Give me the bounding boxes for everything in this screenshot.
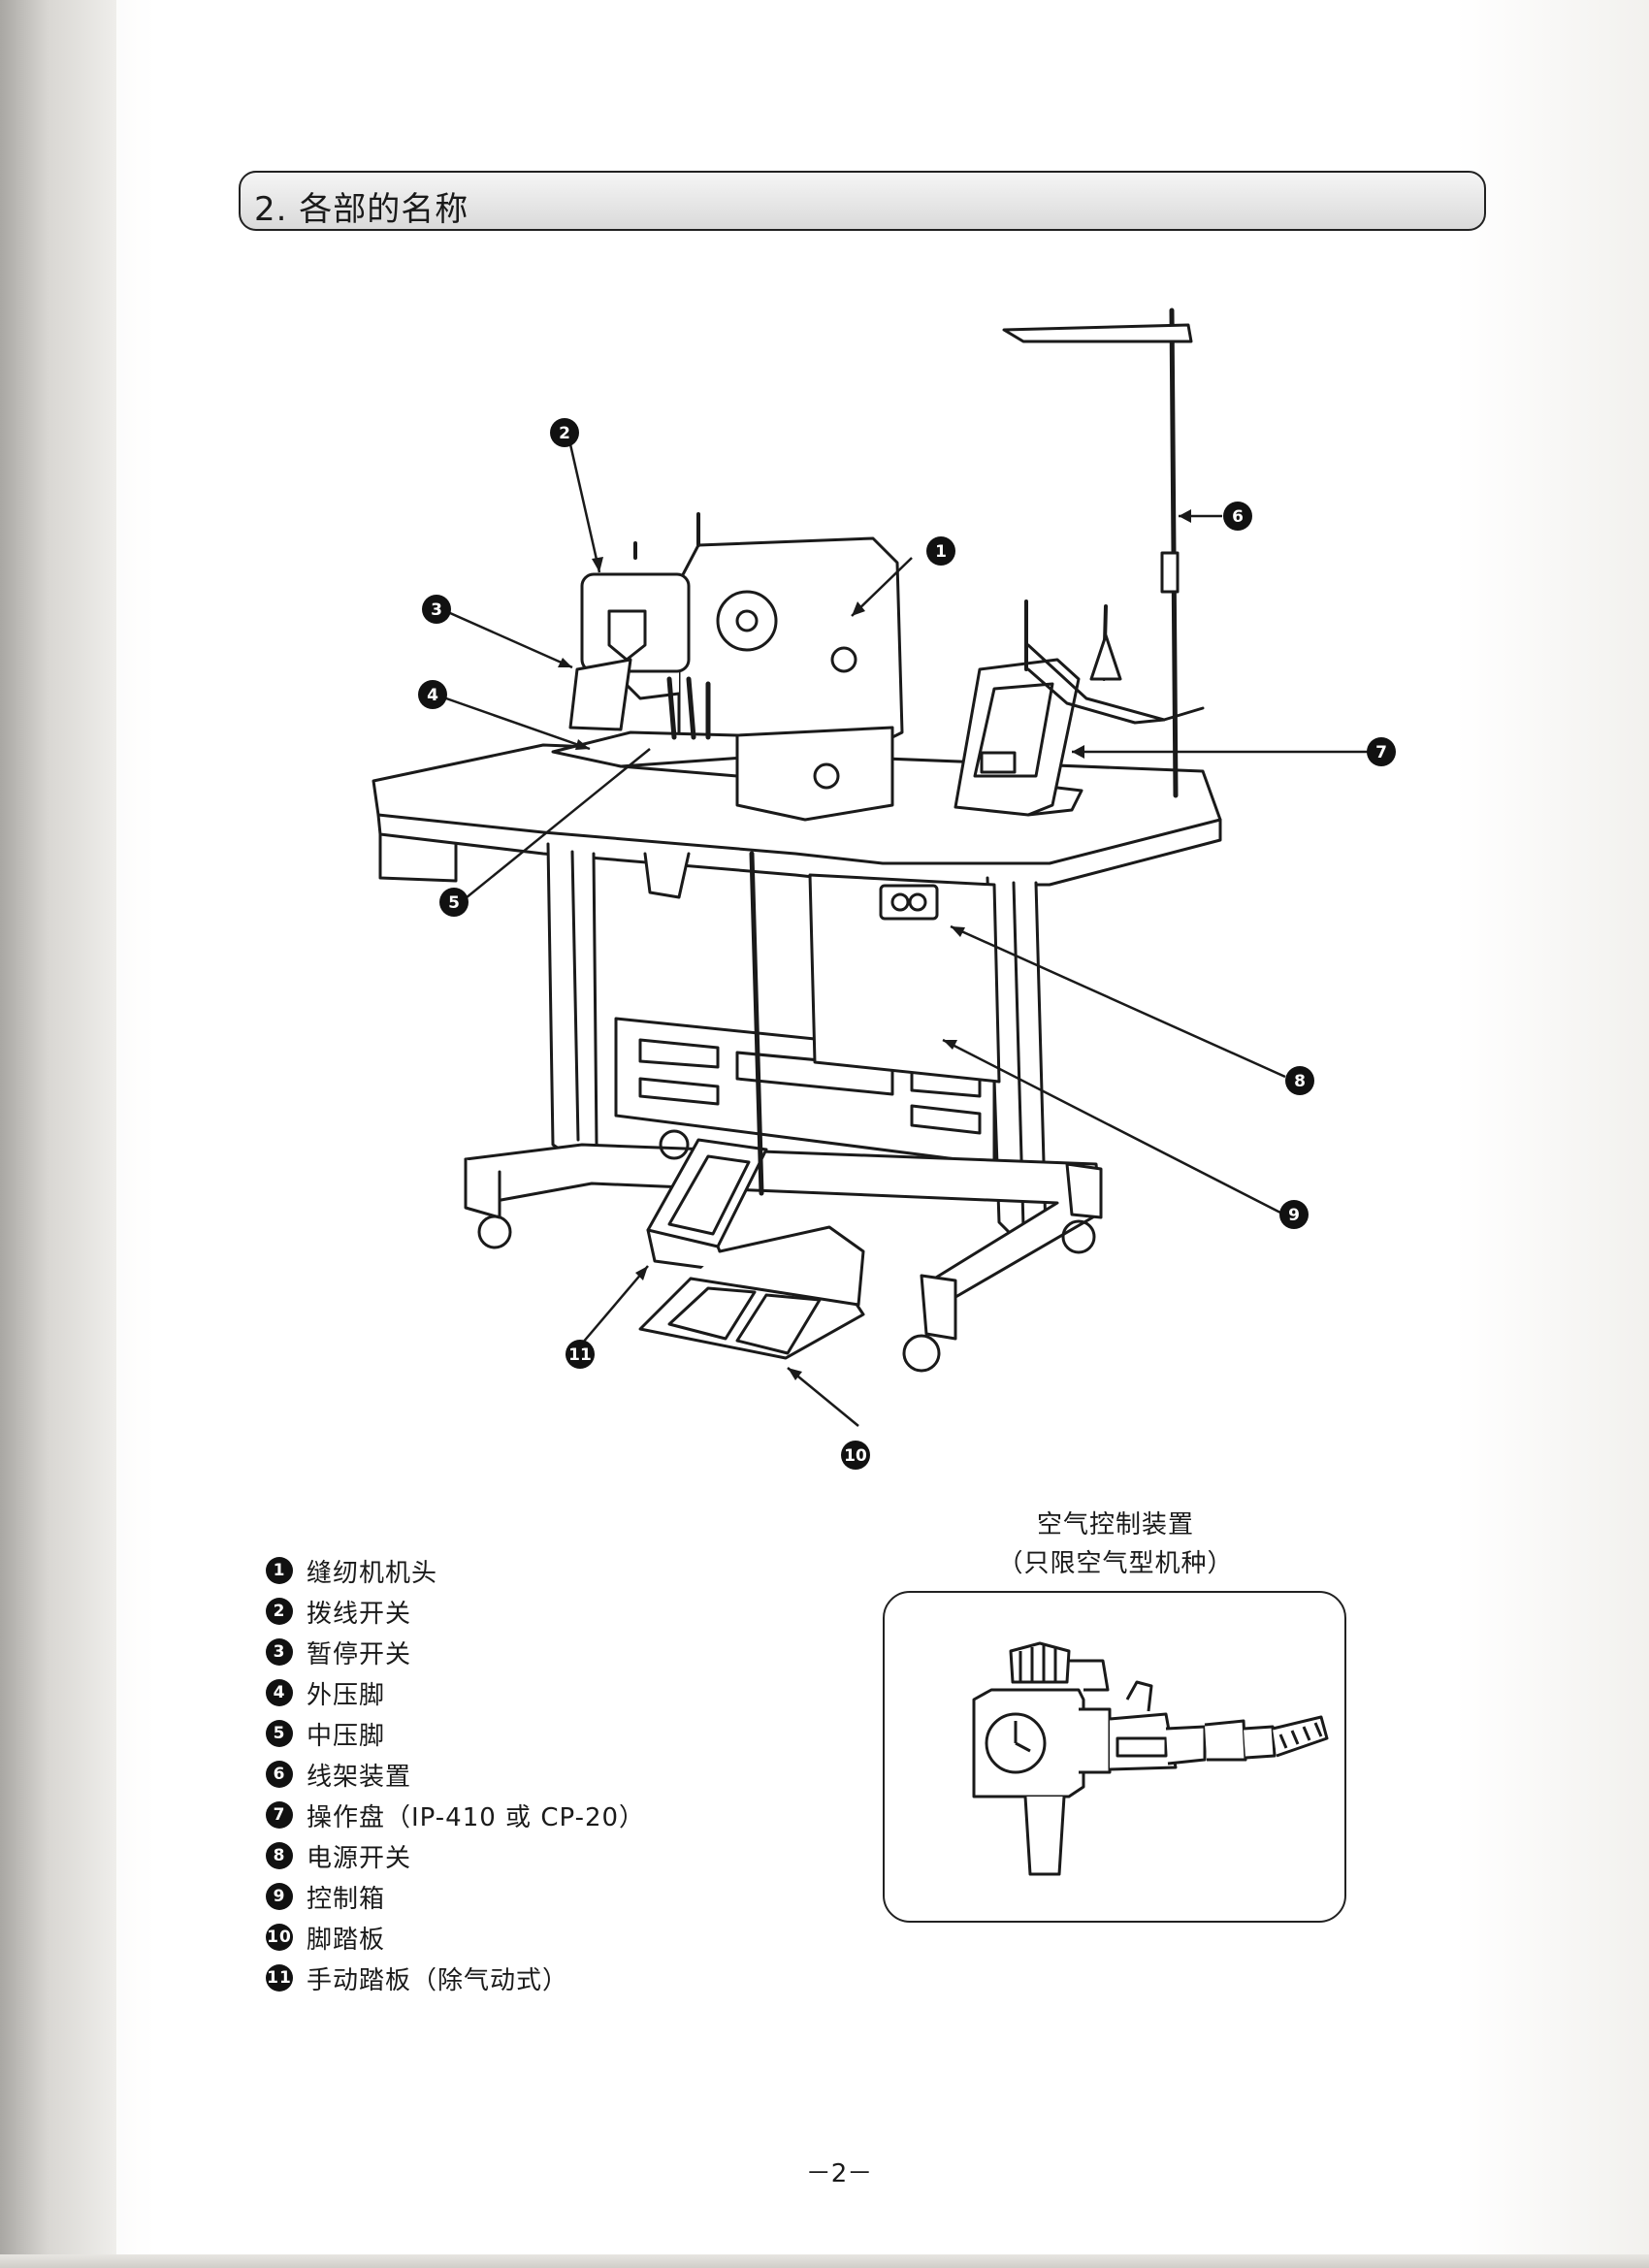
legend-label: 电源开关 xyxy=(307,1843,412,1873)
legend-item: 5 中压脚 xyxy=(266,1713,770,1754)
callout-2: 2 xyxy=(550,418,579,447)
page-binding-shadow xyxy=(0,0,116,2268)
legend-item: 6 线架装置 xyxy=(266,1754,770,1795)
legend-item: 1 缝纫机机头 xyxy=(266,1550,770,1591)
air-control-box xyxy=(883,1591,1346,1923)
legend-number: 3 xyxy=(266,1638,293,1666)
air-control-title: 空气控制装置 xyxy=(1036,1510,1194,1539)
legend-item: 11 手动踏板（除气动式） xyxy=(266,1958,770,1998)
svg-text:11: 11 xyxy=(568,1345,592,1365)
air-control-subtitle: （只限空气型机种） xyxy=(997,1549,1234,1578)
svg-text:3: 3 xyxy=(431,600,442,620)
callout-4: 4 xyxy=(418,680,447,709)
svg-text:1: 1 xyxy=(935,542,947,562)
legend-number: 5 xyxy=(266,1720,293,1747)
legend-label: 外压脚 xyxy=(307,1680,386,1710)
legend-label: 拨线开关 xyxy=(307,1599,412,1629)
callout-1: 1 xyxy=(926,536,955,566)
legend-number: 7 xyxy=(266,1801,293,1829)
svg-text:4: 4 xyxy=(427,686,438,705)
air-control-caption: 空气控制装置 （只限空气型机种） xyxy=(892,1506,1339,1583)
air-regulator-illustration xyxy=(972,1641,1329,1876)
svg-text:2: 2 xyxy=(559,424,570,443)
callout-7: 7 xyxy=(1367,737,1396,766)
page-bottom-edge xyxy=(0,2254,1649,2268)
legend-number: 10 xyxy=(266,1924,293,1951)
legend-number: 4 xyxy=(266,1679,293,1706)
callout-10: 10 xyxy=(841,1441,870,1470)
legend-number: 2 xyxy=(266,1598,293,1625)
legend-item: 2 拨线开关 xyxy=(266,1591,770,1632)
legend-item: 4 外压脚 xyxy=(266,1672,770,1713)
callout-8: 8 xyxy=(1285,1066,1314,1095)
svg-text:5: 5 xyxy=(448,893,460,913)
legend-item: 10 脚踏板 xyxy=(266,1917,770,1958)
section-header: 2. 各部的名称 xyxy=(239,171,1486,231)
callout-11: 11 xyxy=(566,1340,595,1369)
legend-number: 9 xyxy=(266,1883,293,1910)
svg-text:9: 9 xyxy=(1288,1206,1300,1225)
svg-text:10: 10 xyxy=(844,1446,867,1466)
sewing-machine-diagram: 1 2 3 4 5 6 7 8 9 10 11 xyxy=(372,308,1396,1470)
callout-6: 6 xyxy=(1223,502,1252,531)
legend-label: 线架装置 xyxy=(307,1762,412,1792)
svg-text:8: 8 xyxy=(1294,1072,1306,1091)
callout-9: 9 xyxy=(1279,1200,1309,1229)
parts-legend: 1 缝纫机机头 2 拨线开关 3 暂停开关 4 外压脚 5 中压脚 6 线架装置 7 操作盘（… xyxy=(266,1550,770,1998)
svg-text:6: 6 xyxy=(1232,507,1244,527)
legend-label: 控制箱 xyxy=(307,1884,386,1914)
legend-label: 暂停开关 xyxy=(307,1639,412,1669)
legend-label: 操作盘（IP-410 或 CP-20） xyxy=(307,1802,646,1832)
page-number: －2－ xyxy=(805,2159,873,2188)
legend-label: 缝纫机机头 xyxy=(307,1558,438,1588)
legend-number: 8 xyxy=(266,1842,293,1869)
legend-label: 手动踏板（除气动式） xyxy=(307,1965,569,1995)
svg-text:7: 7 xyxy=(1375,743,1387,762)
legend-label: 中压脚 xyxy=(307,1721,386,1751)
legend-item: 8 电源开关 xyxy=(266,1835,770,1876)
legend-item: 3 暂停开关 xyxy=(266,1632,770,1672)
section-title: 2. 各部的名称 xyxy=(254,190,469,229)
legend-number: 6 xyxy=(266,1761,293,1788)
callout-5: 5 xyxy=(439,888,469,917)
legend-label: 脚踏板 xyxy=(307,1925,386,1955)
legend-number: 1 xyxy=(266,1557,293,1584)
legend-number: 11 xyxy=(266,1964,293,1992)
legend-item: 9 控制箱 xyxy=(266,1876,770,1917)
callout-3: 3 xyxy=(422,595,451,624)
legend-item: 7 操作盘（IP-410 或 CP-20） xyxy=(266,1795,770,1835)
